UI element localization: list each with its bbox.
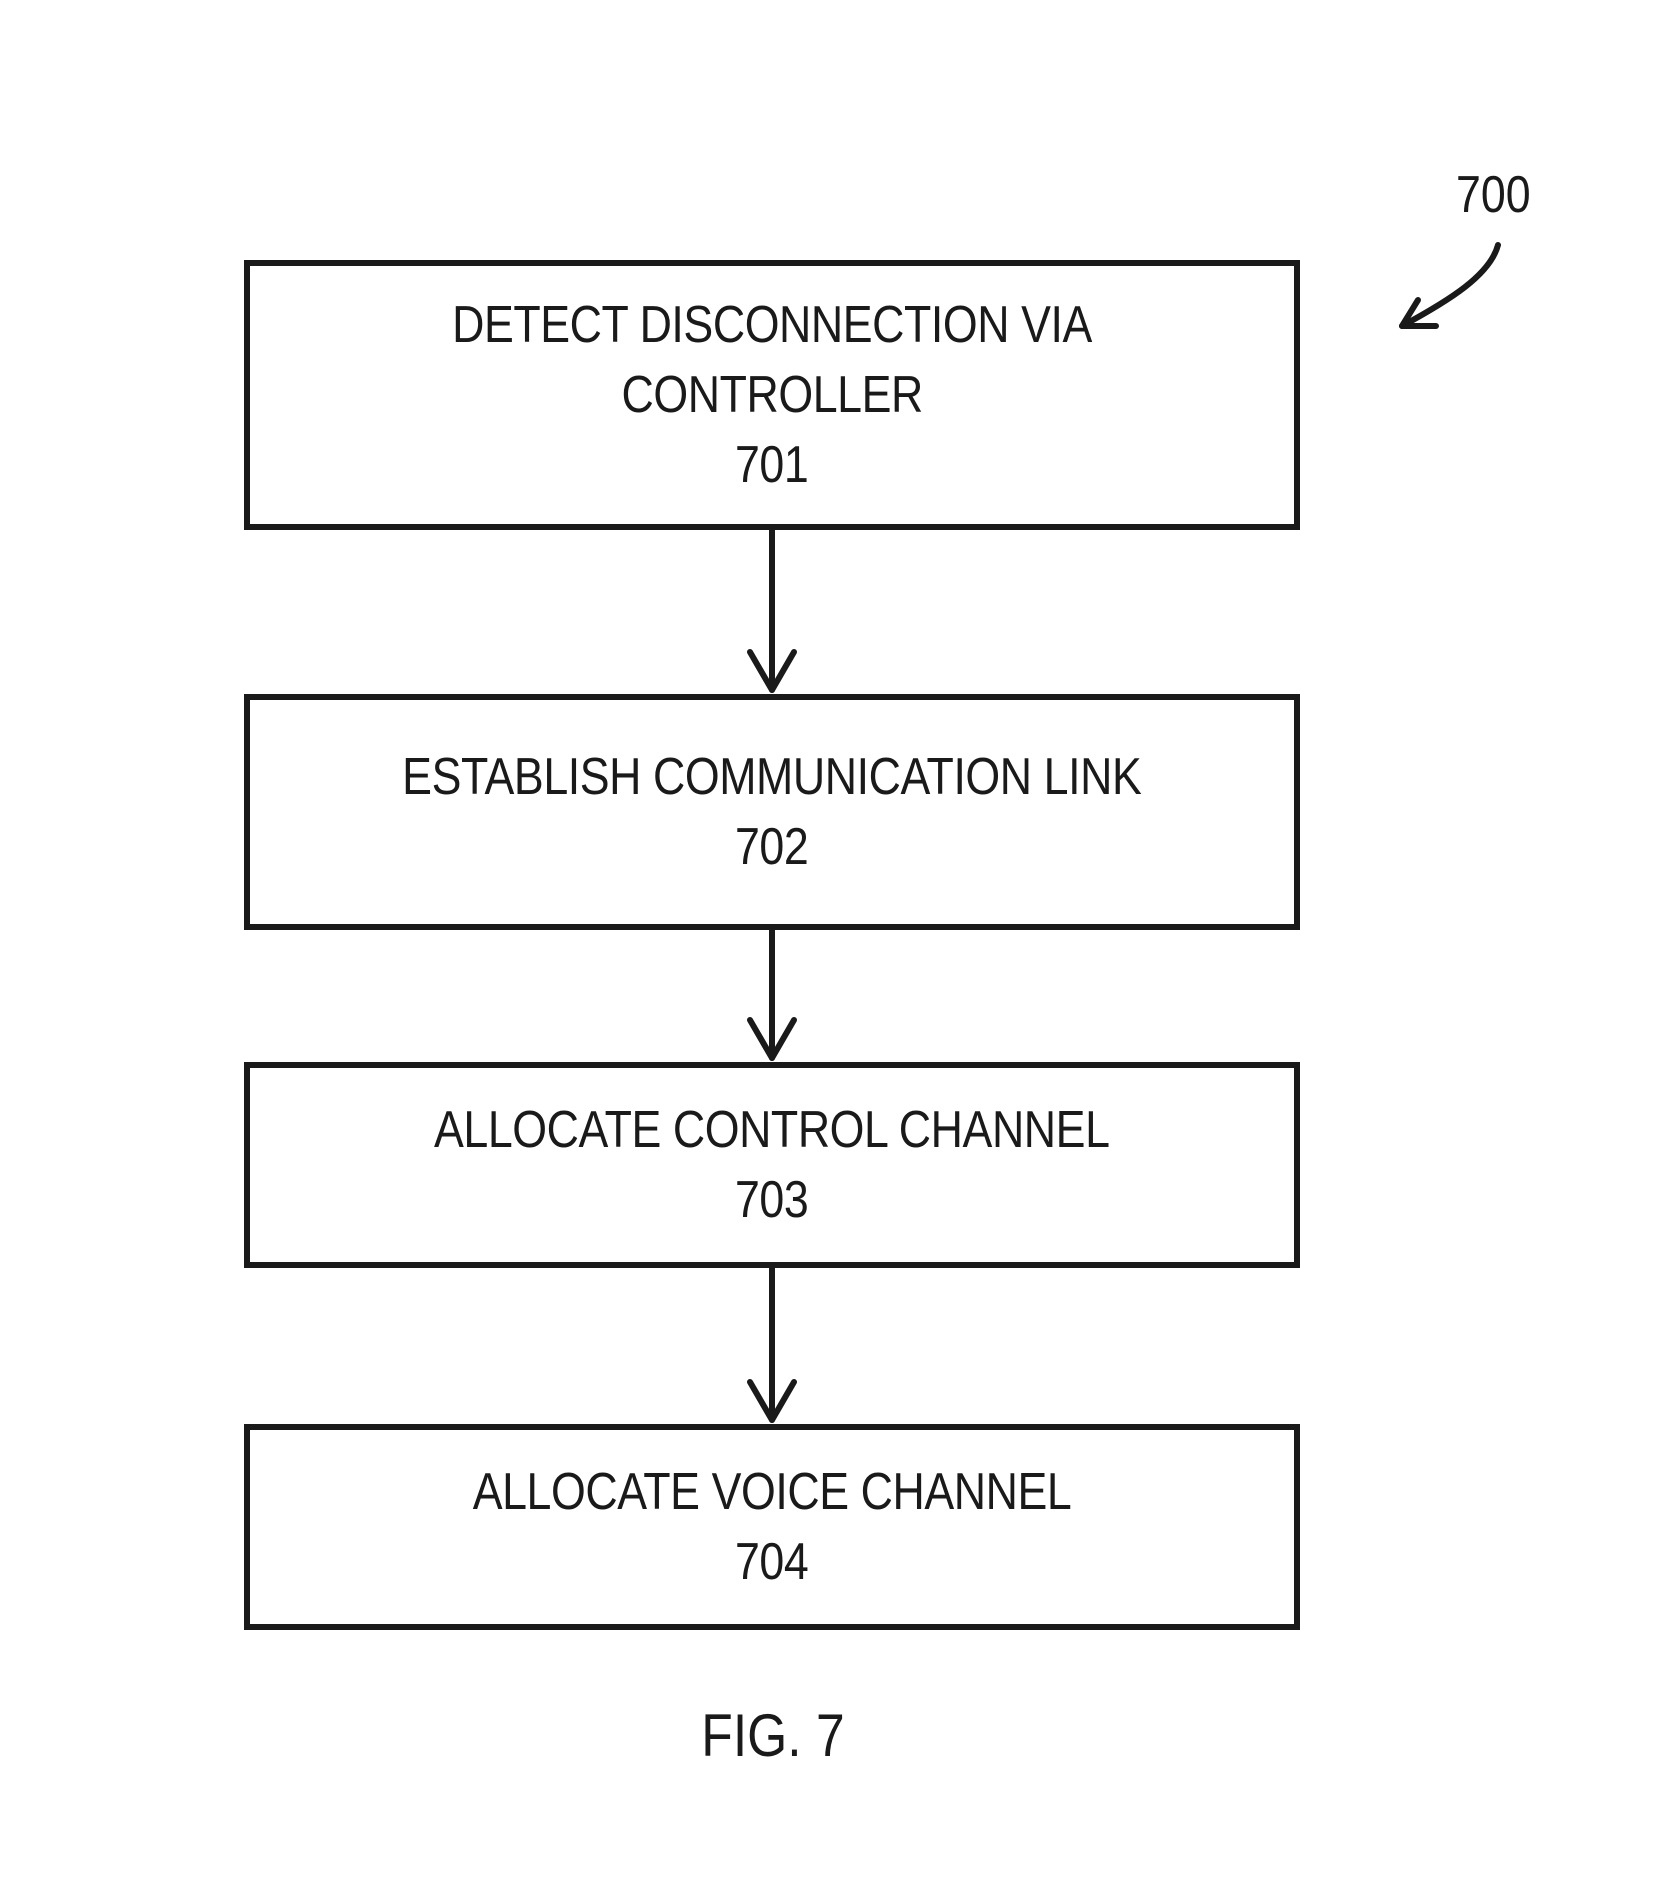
step-box-701: DETECT DISCONNECTION VIA CONTROLLER 701 (244, 260, 1300, 530)
step-704-number: 704 (735, 1527, 808, 1597)
step-703-number: 703 (735, 1165, 808, 1235)
reference-pointer-arrow (1402, 245, 1498, 326)
step-701-number: 701 (735, 430, 808, 500)
step-box-703: ALLOCATE CONTROL CHANNEL 703 (244, 1062, 1300, 1268)
step-703-label: ALLOCATE CONTROL CHANNEL (434, 1095, 1110, 1165)
figure-reference-number: 700 (1456, 165, 1531, 225)
step-701-label-line-2: CONTROLLER (621, 360, 922, 430)
step-702-number: 702 (735, 812, 808, 882)
step-box-702: ESTABLISH COMMUNICATION LINK 702 (244, 694, 1300, 930)
step-box-704: ALLOCATE VOICE CHANNEL 704 (244, 1424, 1300, 1630)
step-702-label: ESTABLISH COMMUNICATION LINK (402, 742, 1141, 812)
step-704-label: ALLOCATE VOICE CHANNEL (473, 1457, 1072, 1527)
arrow-702-to-703 (750, 930, 794, 1058)
arrow-701-to-702 (750, 530, 794, 690)
figure-caption: FIG. 7 (108, 1700, 1438, 1772)
step-701-label-line-1: DETECT DISCONNECTION VIA (452, 290, 1092, 360)
arrow-703-to-704 (750, 1268, 794, 1420)
